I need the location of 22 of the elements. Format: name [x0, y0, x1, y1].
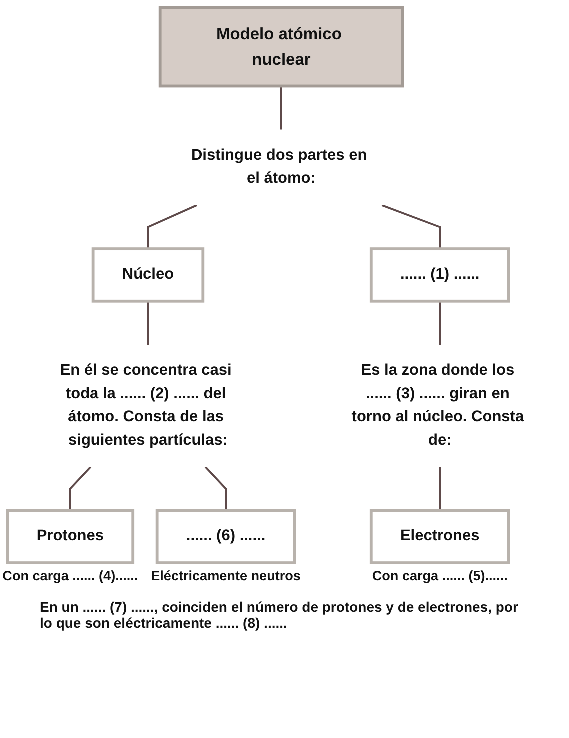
node-caption: Eléctricamente neutros — [151, 568, 301, 584]
node-box — [6, 509, 135, 564]
connector — [280, 86, 282, 130]
connector — [439, 301, 442, 345]
connector — [382, 204, 442, 250]
node-box — [370, 248, 510, 303]
node-box — [370, 509, 510, 564]
concept-map: Modelo atómico nuclear Distingue dos partes en el átomo: Núcleo ...... (1) ...... En él se concentra casi toda la ...... (2) ...... del átomo. Consta de las siguientes partículas: Es la zona donde los ...... (3) ...... giran en torno al núcleo. Consta de: Protones ...... (6) ...... Electrones Con carga ...... (4)...... Eléctricamente neutros Con carga ...... (5)...... — [0, 0, 569, 588]
connector — [69, 466, 92, 511]
connector — [147, 301, 150, 345]
node-caption: Con carga ...... (5)...... — [372, 568, 508, 584]
node-text: Es la zona donde los ...... (3) ...... giran en torno al núcleo. Consta de: — [352, 362, 524, 449]
node-text: Distingue dos partes en el átomo: — [191, 147, 368, 188]
node-box — [156, 509, 296, 564]
note-text: En un ...... (7) ......, coinciden el número de protones y de electrones, por lo que son eléctricamente ...... (8) ...... — [40, 599, 520, 632]
connector — [439, 467, 442, 511]
node-box — [92, 248, 205, 303]
connector — [147, 204, 198, 250]
node-box — [158, 6, 404, 88]
node-text: En él se concentra casi toda la ...... (2) ...... del átomo. Consta de las siguientes partículas: — [60, 362, 232, 449]
node-caption: Con carga ...... (4)...... — [2, 568, 138, 584]
connector — [204, 466, 227, 511]
